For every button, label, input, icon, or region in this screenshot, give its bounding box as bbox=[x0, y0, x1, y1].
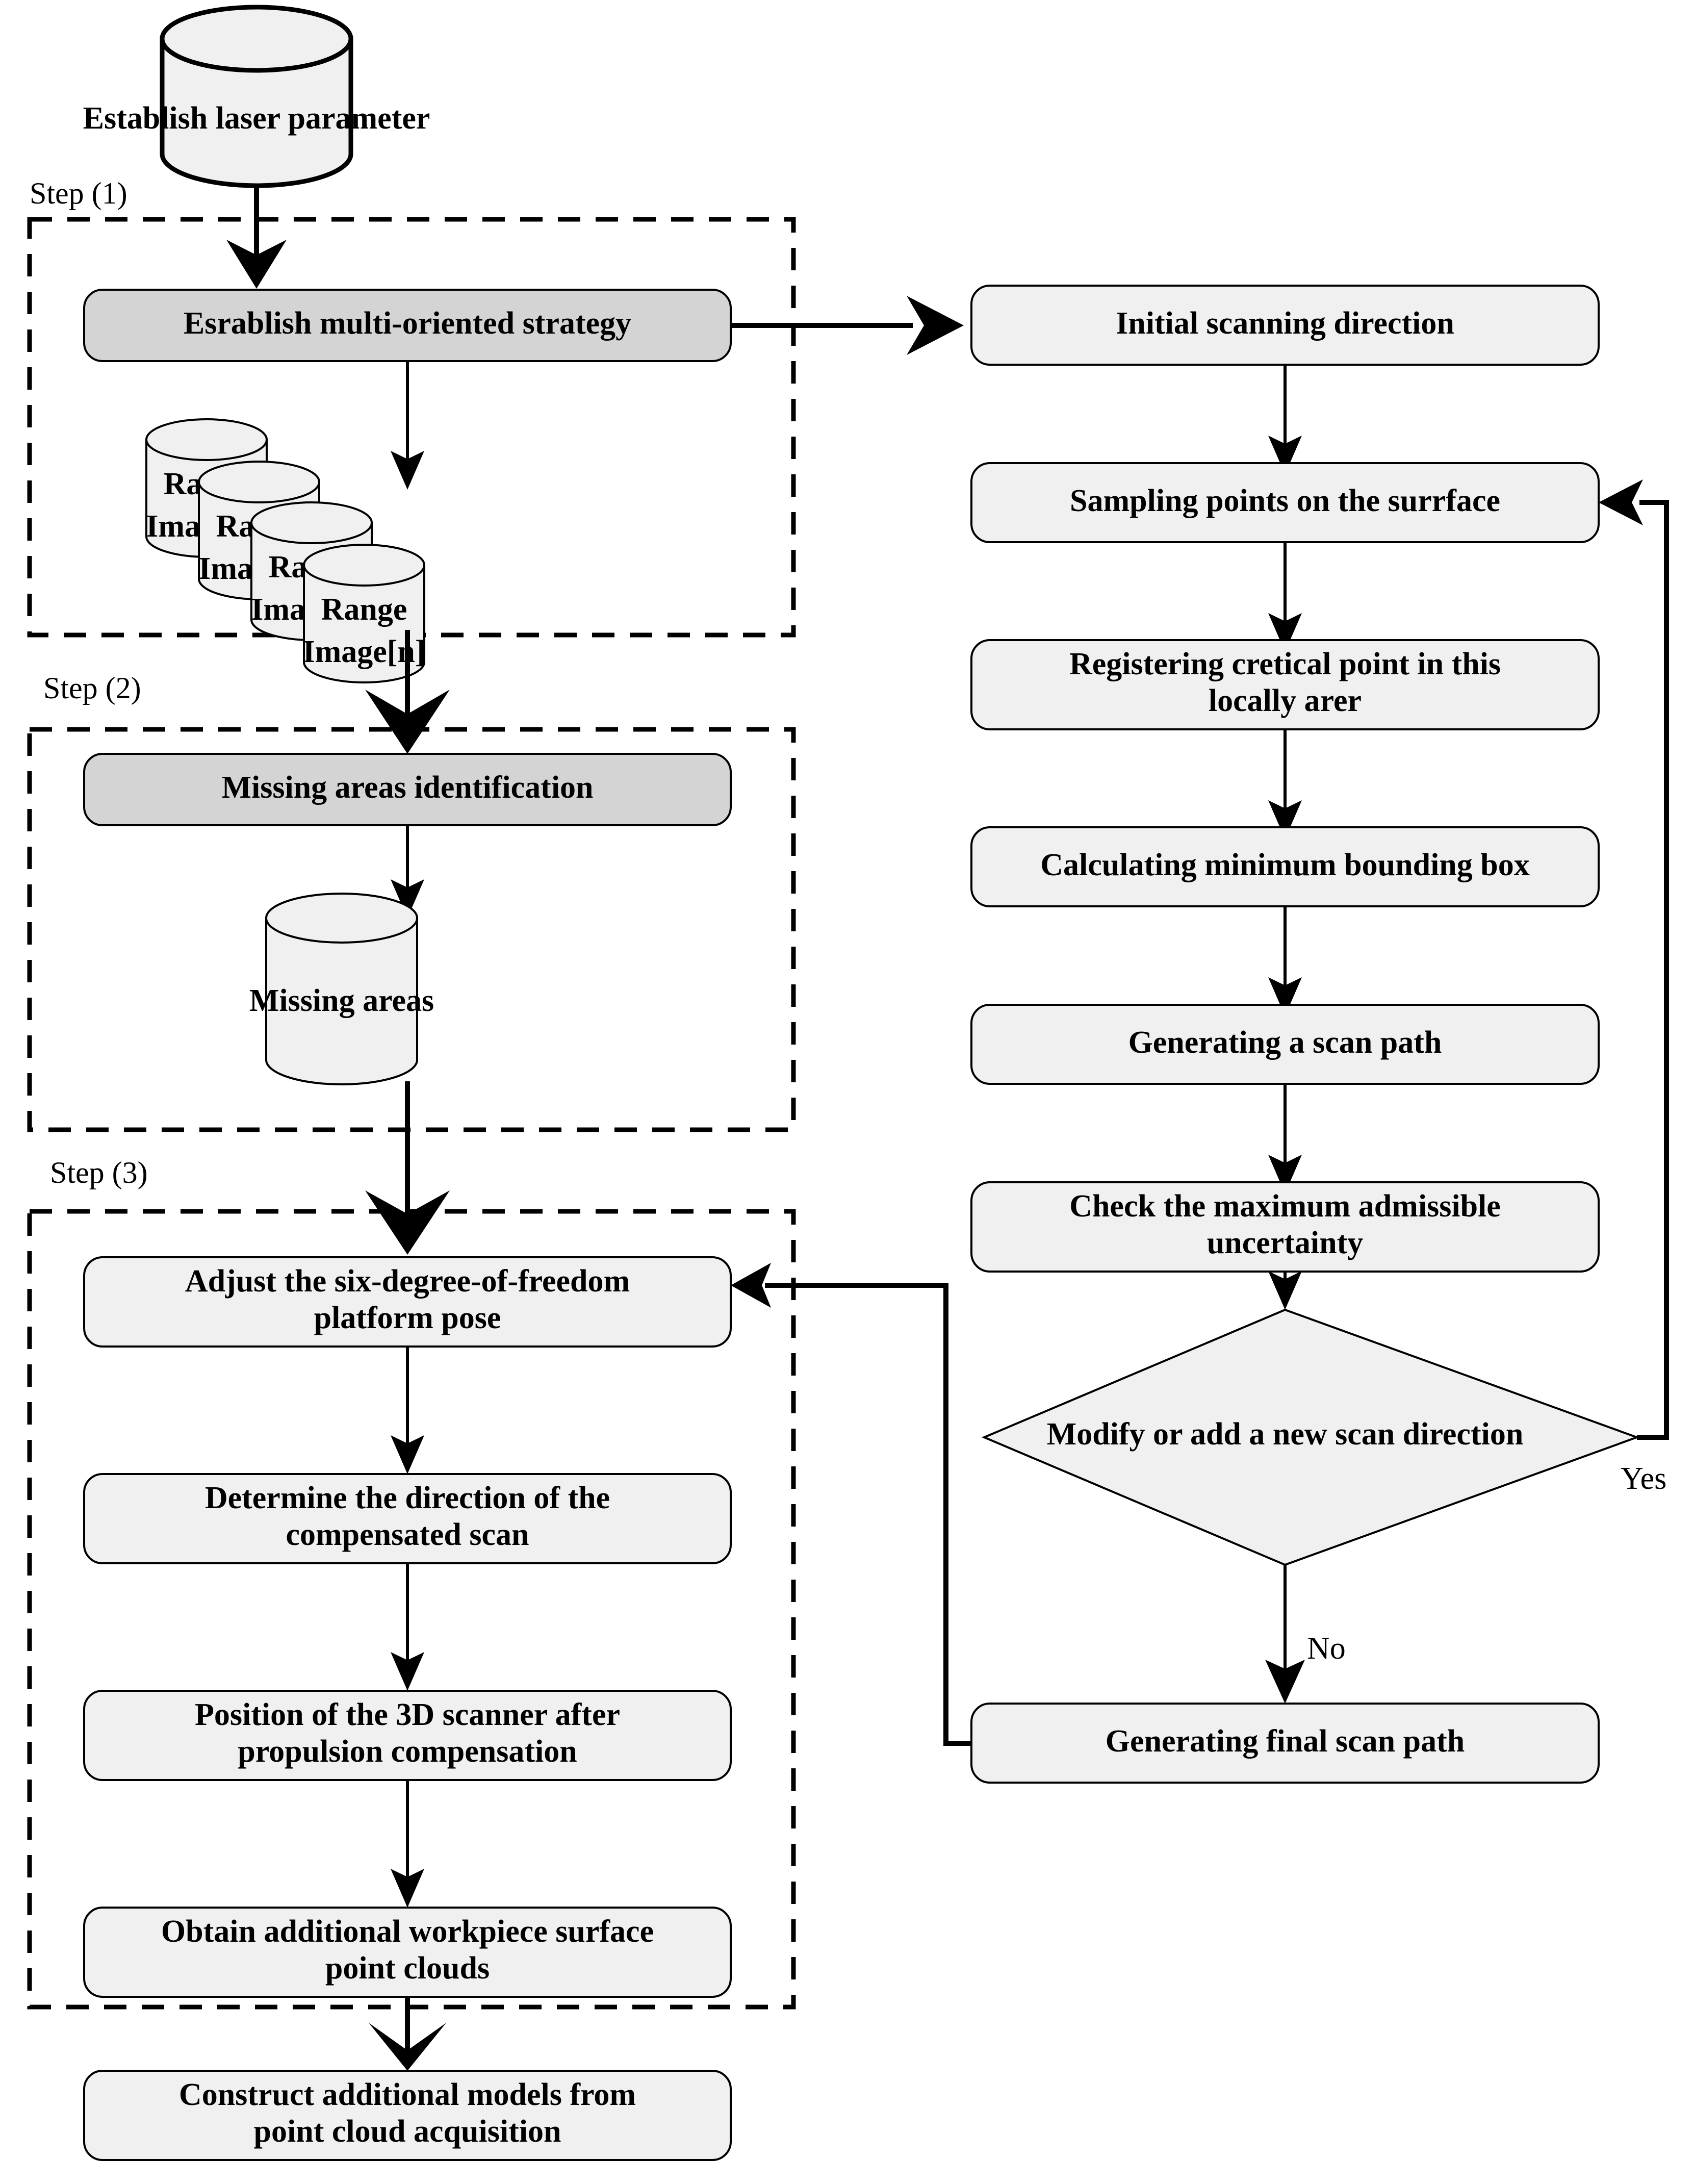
node-label-decision-modify-scan-direction: Modify or add a new scan direction bbox=[1047, 1417, 1524, 1452]
edge-sampling-to-registering bbox=[1268, 542, 1302, 652]
node-registering-critical-point: Registering cretical point in this local… bbox=[970, 639, 1600, 730]
node-generating-scan-path: Generating a scan path bbox=[970, 1004, 1600, 1085]
node-label-range-image-n: Range bbox=[321, 592, 407, 627]
node-decision-modify-scan-direction: Modify or add a new scan direction bbox=[981, 1308, 1640, 1566]
node-label-check-uncertainty-line2: uncertainty bbox=[1207, 1226, 1364, 1260]
node-label-adjust-platform-pose-line1: Adjust the six-degree-of-freedom bbox=[185, 1264, 630, 1299]
node-label-position-scanner-line2: propulsion compensation bbox=[238, 1734, 577, 1769]
step1-dashed-group bbox=[27, 217, 796, 638]
node-establish-multi-oriented-strategy: Esrablish multi-oriented strategy bbox=[83, 289, 732, 362]
node-label-determine-direction-line2: compensated scan bbox=[286, 1517, 529, 1552]
edge-bounding-box-to-scan-path bbox=[1268, 906, 1302, 1016]
node-generating-final-scan-path: Generating final scan path bbox=[970, 1703, 1600, 1784]
node-label-position-scanner-line1: Position of the 3D scanner after bbox=[195, 1697, 620, 1732]
edge-check-to-decision bbox=[1268, 1271, 1302, 1310]
node-label-construct-models-line2: point cloud acquisition bbox=[254, 2114, 561, 2149]
node-label-establish-multi-oriented-strategy: Esrablish multi-oriented strategy bbox=[184, 306, 631, 341]
node-obtain-point-clouds: Obtain additional workpiece surface poin… bbox=[83, 1907, 732, 1998]
node-label-calculating-bounding-box: Calculating minimum bounding box bbox=[1040, 848, 1530, 882]
edge-determine-to-position bbox=[391, 1563, 424, 1691]
node-label-sampling-points: Sampling points on the surrface bbox=[1070, 484, 1500, 518]
edge-no-to-final-path bbox=[1265, 1565, 1305, 1704]
node-label-missing-areas-db: Missing areas bbox=[249, 983, 434, 1018]
node-missing-areas-db: Missing areas bbox=[249, 893, 434, 1085]
branch-label-no: No bbox=[1307, 1631, 1346, 1666]
node-calculating-bounding-box: Calculating minimum bounding box bbox=[970, 826, 1600, 907]
step3-label: Step (3) bbox=[50, 1156, 148, 1189]
node-label-obtain-point-clouds-line2: point clouds bbox=[325, 1951, 490, 1986]
branch-label-yes: Yes bbox=[1621, 1461, 1666, 1496]
node-determine-direction: Determine the direction of the compensat… bbox=[83, 1473, 732, 1564]
node-label-missing-areas-identification: Missing areas identification bbox=[221, 770, 593, 805]
node-label-obtain-point-clouds-line1: Obtain additional workpiece surface bbox=[161, 1914, 654, 1949]
node-label-adjust-platform-pose-line2: platform pose bbox=[314, 1301, 501, 1335]
node-check-uncertainty: Check the maximum admissible uncertainty bbox=[970, 1181, 1600, 1273]
edge-step1-to-step2 bbox=[365, 630, 450, 754]
node-label-check-uncertainty-line1: Check the maximum admissible bbox=[1069, 1189, 1501, 1224]
node-initial-scanning-direction: Initial scanning direction bbox=[970, 285, 1600, 366]
edge-scan-path-to-check bbox=[1268, 1084, 1302, 1193]
edge-step2-to-step3 bbox=[365, 1081, 450, 1255]
step2-label: Step (2) bbox=[43, 671, 141, 705]
edge-strategy-to-initial-direction bbox=[731, 296, 964, 355]
edge-step3-to-construct bbox=[369, 1997, 446, 2071]
node-adjust-platform-pose: Adjust the six-degree-of-freedom platfor… bbox=[83, 1256, 732, 1348]
edge-strategy-to-range-images bbox=[391, 361, 424, 490]
node-label-registering-critical-point-line1: Registering cretical point in this bbox=[1069, 647, 1501, 681]
edge-adjust-to-determine bbox=[391, 1347, 424, 1474]
edge-identification-to-missing-areas bbox=[391, 825, 424, 918]
node-label-construct-models-line1: Construct additional models from bbox=[179, 2077, 636, 2112]
node-label-generating-scan-path: Generating a scan path bbox=[1128, 1025, 1442, 1060]
edge-final-path-to-adjust-pose bbox=[731, 1263, 971, 1746]
node-label-initial-scanning-direction: Initial scanning direction bbox=[1116, 306, 1454, 341]
edge-yes-loop-to-sampling bbox=[1599, 479, 1669, 1440]
node-sampling-points: Sampling points on the surrface bbox=[970, 462, 1600, 543]
edge-start-to-strategy bbox=[226, 186, 287, 289]
node-label-determine-direction-line1: Determine the direction of the bbox=[205, 1481, 610, 1515]
step1-label: Step (1) bbox=[30, 176, 127, 210]
node-construct-models: Construct additional models from point c… bbox=[83, 2070, 732, 2161]
node-label-registering-critical-point-line2: locally arer bbox=[1209, 683, 1362, 718]
node-position-scanner: Position of the 3D scanner after propuls… bbox=[83, 1690, 732, 1781]
edge-position-to-obtain bbox=[391, 1780, 424, 1908]
edge-registering-to-bounding-box bbox=[1268, 729, 1302, 839]
step2-dashed-group bbox=[27, 727, 796, 1132]
edge-initial-to-sampling bbox=[1268, 365, 1302, 474]
node-label-generating-final-scan-path: Generating final scan path bbox=[1106, 1724, 1465, 1759]
node-establish-laser-parameter: Establish laser parameter bbox=[83, 5, 430, 188]
node-label-establish-laser-parameter: Establish laser parameter bbox=[83, 101, 430, 136]
node-missing-areas-identification: Missing areas identification bbox=[83, 753, 732, 826]
step3-dashed-group bbox=[27, 1209, 796, 2010]
